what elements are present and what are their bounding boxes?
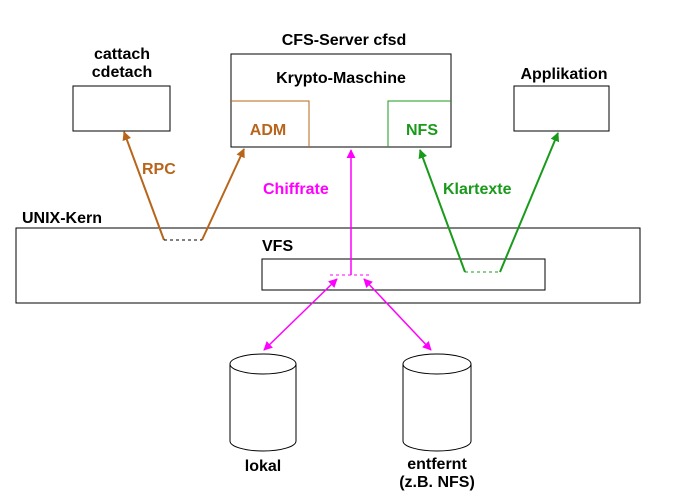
lokal-label: lokal: [245, 458, 281, 475]
entfernt-note: (z.B. NFS): [399, 474, 475, 491]
nfs-box: [387, 100, 451, 147]
adm-box: [231, 100, 310, 147]
entfernt-arrow: [363, 278, 432, 351]
klartexte-arrow-left: [418, 149, 466, 273]
rpc-arrow-left: [122, 131, 165, 241]
rpc-label: RPC: [142, 161, 176, 178]
rpc-arrow-right: [201, 148, 245, 241]
klartexte-arrow-right: [499, 132, 560, 273]
cattach-box: [72, 85, 171, 132]
chiffrate-label: Chiffrate: [263, 181, 329, 198]
entfernt-label: entfernt: [407, 456, 467, 473]
unix-kern-box: [15, 227, 641, 304]
adm-label: ADM: [250, 122, 286, 139]
cattach-label: cattach: [94, 46, 150, 63]
lokal-arrow: [263, 278, 338, 351]
krypto-maschine-label: Krypto-Maschine: [276, 70, 406, 87]
lokal-disk-icon: [229, 353, 297, 452]
applikation-label: Applikation: [520, 66, 607, 83]
klartexte-label: Klartexte: [443, 181, 512, 198]
vfs-label: VFS: [262, 238, 293, 255]
entfernt-disk-icon: [402, 353, 472, 452]
unix-kern-label: UNIX-Kern: [22, 210, 102, 227]
applikation-box: [513, 85, 610, 132]
cdetach-label: cdetach: [92, 64, 152, 81]
nfs-label: NFS: [406, 122, 438, 139]
server-title: CFS-Server cfsd: [282, 32, 407, 49]
